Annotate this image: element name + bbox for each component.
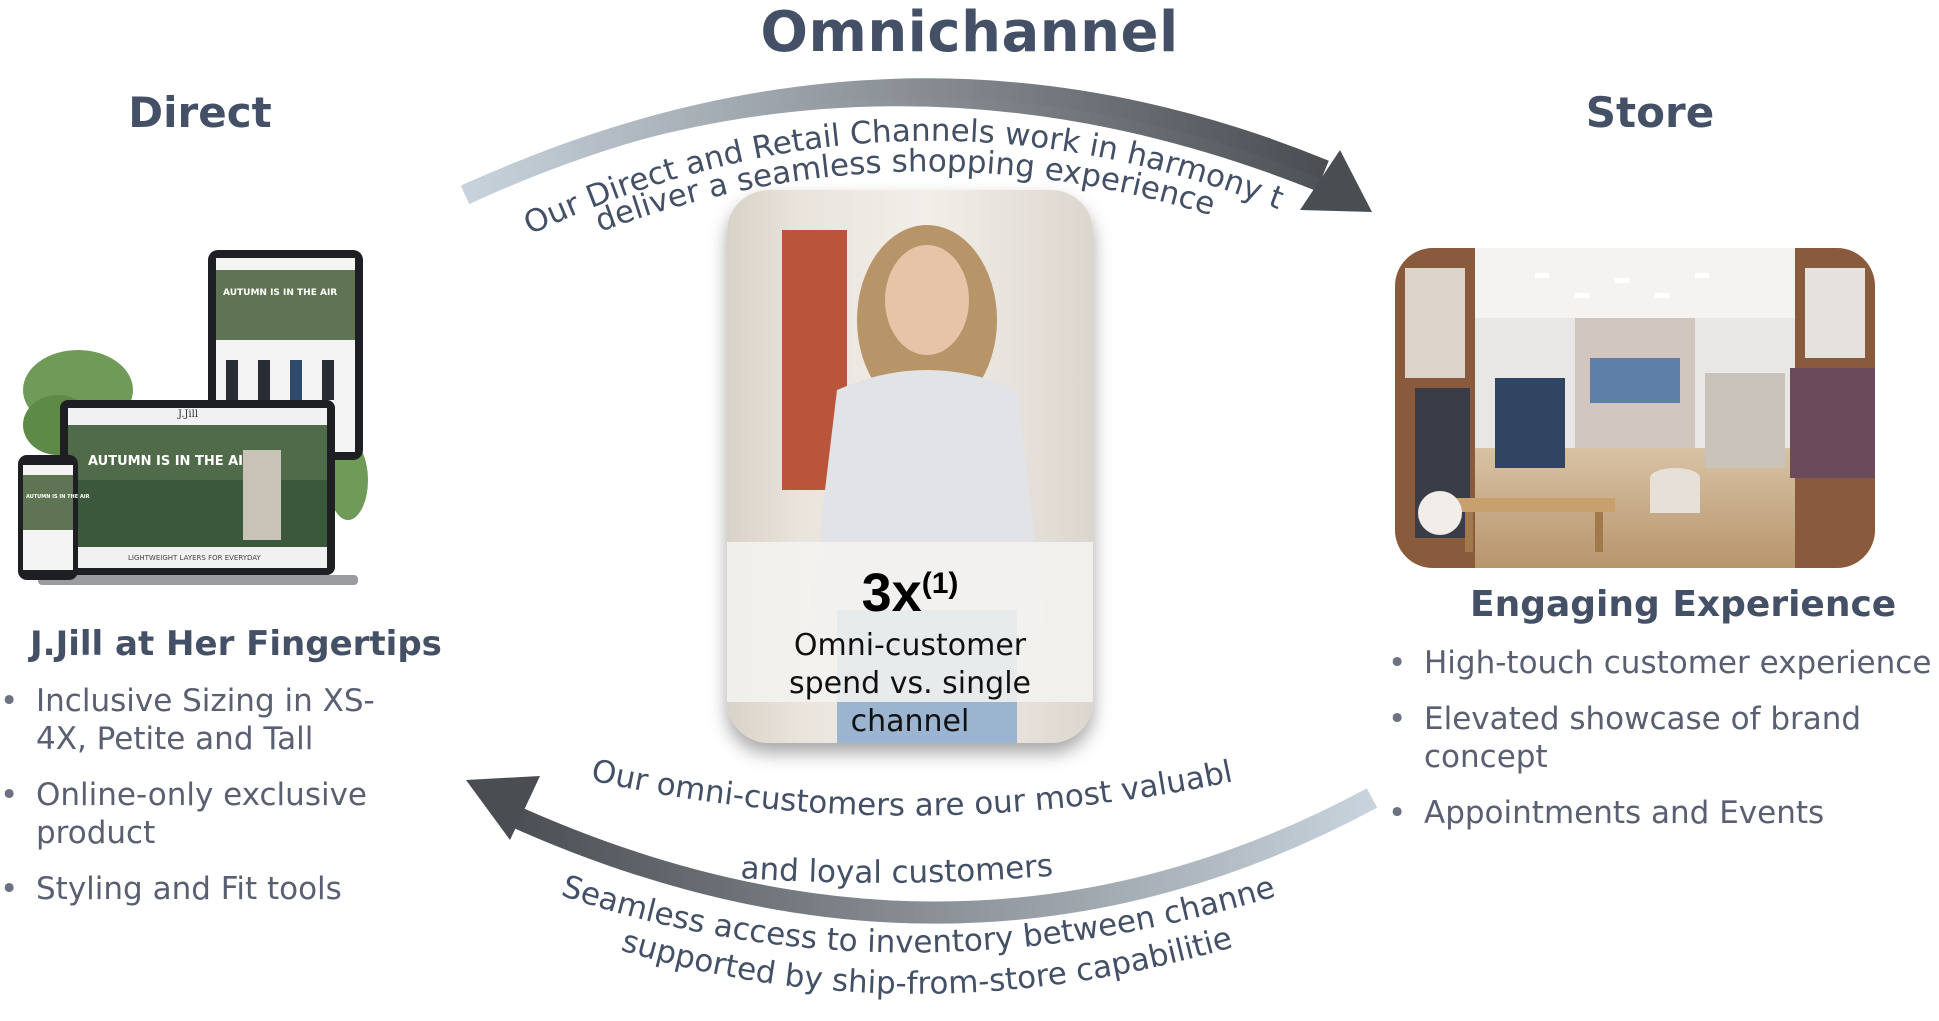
- direct-bullet-list: Inclusive Sizing in XS-4X, Petite and Ta…: [0, 682, 420, 926]
- bottom-arrowhead: [466, 776, 540, 840]
- tablet-banner-text: AUTUMN IS IN THE AIR: [223, 288, 337, 298]
- laptop-banner-text: AUTUMN IS IN THE AIR: [88, 454, 253, 469]
- direct-bullet: Styling and Fit tools: [0, 870, 420, 908]
- omni-customer-card: 3x(1) Omni-customer spend vs. single cha…: [727, 190, 1093, 743]
- stat-footnote: (1): [921, 567, 959, 600]
- arc-text-bottom-2: and loyal customers: [740, 848, 1055, 891]
- direct-subtitle: J.Jill at Her Fingertips: [30, 624, 442, 664]
- laptop-footer-text: LIGHTWEIGHT LAYERS FOR EVERYDAY: [128, 554, 262, 562]
- stat-number: 3x: [861, 563, 922, 623]
- store-bullet: Appointments and Events: [1388, 794, 1939, 832]
- store-bullet-list: High-touch customer experience Elevated …: [1388, 644, 1939, 850]
- phone-banner-text: AUTUMN IS IN THE AIR: [26, 494, 90, 500]
- page-title: Omnichannel: [760, 0, 1179, 65]
- stat-box: 3x(1) Omni-customer spend vs. single cha…: [727, 542, 1093, 739]
- stat-caption: Omni-customer spend vs. single channel: [789, 628, 1031, 739]
- top-arrow-shaft: [460, 78, 1329, 205]
- stat-value: 3x(1): [727, 554, 1093, 623]
- direct-heading: Direct: [128, 88, 272, 137]
- store-subtitle: Engaging Experience: [1470, 584, 1897, 625]
- store-interior-image: [1395, 248, 1875, 568]
- top-arrowhead: [1300, 150, 1372, 212]
- direct-devices-image: AUTUMN IS IN THE AIR J.Jill AUTUMN IS IN…: [18, 250, 368, 585]
- store-bullet: High-touch customer experience: [1388, 644, 1939, 682]
- direct-bullet: Inclusive Sizing in XS-4X, Petite and Ta…: [0, 682, 420, 758]
- laptop-logo-text: J.Jill: [177, 409, 198, 420]
- bottom-arrow-shaft: [500, 788, 1378, 924]
- direct-bullet: Online-only exclusive product: [0, 776, 420, 852]
- store-heading: Store: [1585, 88, 1715, 137]
- store-bullet: Elevated showcase of brand concept: [1388, 700, 1939, 776]
